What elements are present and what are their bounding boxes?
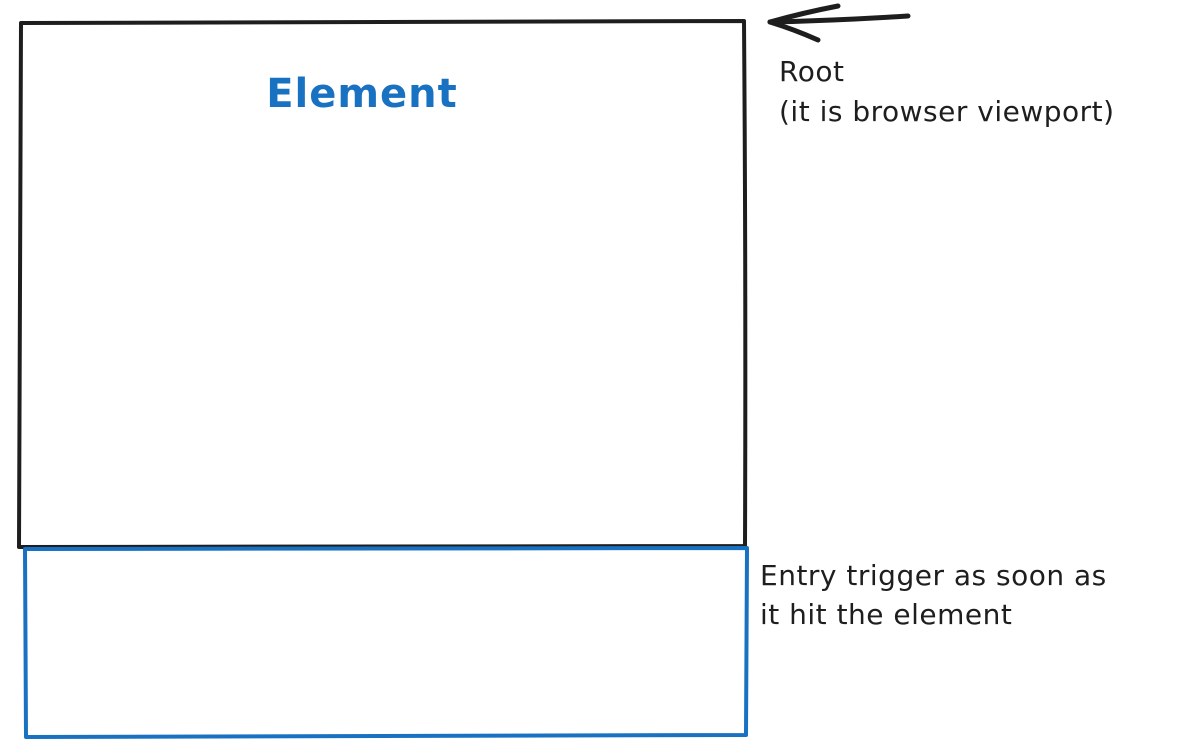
root-label-line1: Root	[779, 55, 845, 88]
element-box	[23, 546, 749, 739]
entry-trigger-line2: it hit the element	[760, 598, 1013, 631]
root-viewport-box	[17, 19, 748, 549]
root-label-line2: (it is browser viewport)	[779, 95, 1115, 128]
entry-trigger-label: Entry trigger as soon as it hit the elem…	[760, 556, 1107, 634]
root-label: Root (it is browser viewport)	[779, 52, 1115, 132]
entry-trigger-line1: Entry trigger as soon as	[760, 559, 1107, 592]
element-label: Element	[266, 70, 458, 117]
arrow-left-icon	[767, 3, 911, 43]
